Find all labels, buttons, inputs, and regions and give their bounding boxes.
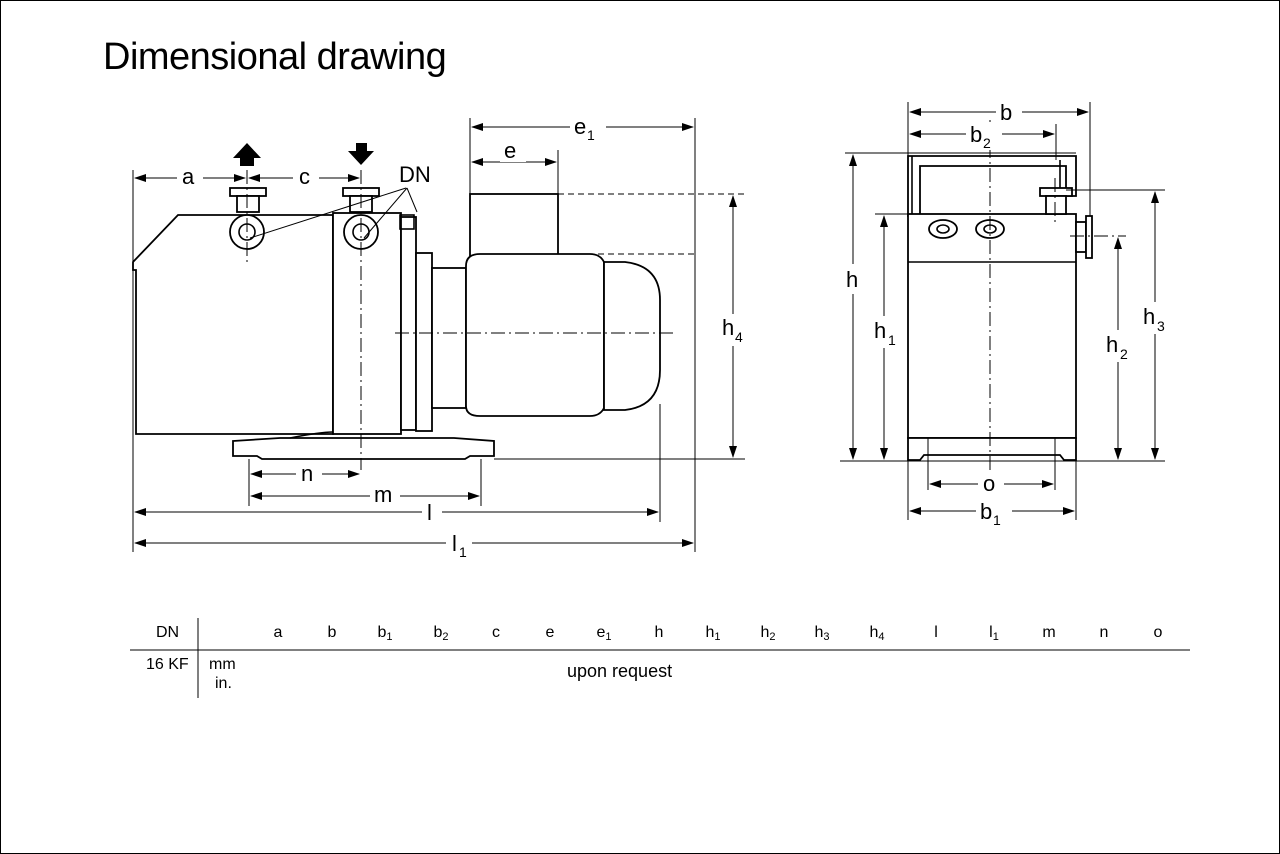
page-title: Dimensional drawing xyxy=(103,36,447,78)
label-e: e xyxy=(504,138,516,163)
table-header-h2: h2 xyxy=(760,624,776,643)
terminal-box xyxy=(469,193,559,257)
label-b2-sub: 2 xyxy=(983,135,991,151)
table-header-e: e xyxy=(545,624,555,641)
label-h3: h xyxy=(1143,304,1155,329)
table-unit-in: in. xyxy=(215,675,232,692)
table-header-o: o xyxy=(1153,624,1163,641)
table-header-m: m xyxy=(1042,624,1056,641)
label-h4: h xyxy=(722,315,734,340)
motor-body xyxy=(465,253,605,417)
label-m: m xyxy=(374,482,392,507)
mounting-block xyxy=(332,212,402,435)
table-header-c: c xyxy=(492,624,500,641)
coupling-ring xyxy=(415,252,433,432)
label-h2-sub: 2 xyxy=(1120,346,1128,362)
flange-notch xyxy=(399,214,415,230)
label-b: b xyxy=(1000,100,1012,125)
flange xyxy=(400,216,417,431)
inlet-port xyxy=(229,143,267,250)
label-h4-sub: 4 xyxy=(735,329,743,345)
label-dn: DN xyxy=(399,162,431,187)
label-l1: l xyxy=(452,531,457,556)
base-fillet xyxy=(289,431,334,439)
table-header-b: b xyxy=(327,624,337,641)
base-plate xyxy=(232,437,495,460)
table-header-h: h xyxy=(654,624,664,641)
table-header-dn: DN xyxy=(156,624,180,641)
label-l: l xyxy=(427,500,432,525)
front-view: b b 2 h h 1 h 2 h 3 o b 1 xyxy=(840,100,1175,528)
label-h1-sub: 1 xyxy=(888,332,896,348)
table-header-a: a xyxy=(273,624,283,641)
table-header-l: l xyxy=(934,624,938,641)
label-h2: h xyxy=(1106,332,1118,357)
table-header-b2: b2 xyxy=(433,624,449,643)
outlet-arrow-icon xyxy=(233,143,261,166)
table-header-e1: e1 xyxy=(596,624,612,643)
label-l1-sub: 1 xyxy=(459,544,467,560)
label-e1-sub: 1 xyxy=(587,127,595,143)
label-h3-sub: 3 xyxy=(1157,318,1165,334)
table-row-dn: 16 KF xyxy=(146,656,189,673)
inlet-arrow-icon xyxy=(348,143,374,165)
table-header-h4: h4 xyxy=(869,624,885,643)
label-b2: b xyxy=(970,122,982,147)
label-e1: e xyxy=(574,114,586,139)
coupling xyxy=(431,267,467,409)
label-b1: b xyxy=(980,499,992,524)
label-o: o xyxy=(983,471,995,496)
table-header-n: n xyxy=(1099,624,1109,641)
table-unit-mm: mm xyxy=(209,656,236,673)
pump-housing xyxy=(132,214,334,435)
label-a: a xyxy=(182,164,195,189)
table-header-h1: h1 xyxy=(705,624,721,643)
label-b1-sub: 1 xyxy=(993,512,1001,528)
label-h1: h xyxy=(874,318,886,343)
table-header-l1: l1 xyxy=(989,624,999,643)
table-header-b1: b1 xyxy=(377,624,393,643)
label-c: c xyxy=(299,164,310,189)
table-note: upon request xyxy=(567,661,673,681)
front-body xyxy=(907,213,1077,439)
side-view: DN a c e e 1 h 4 n m xyxy=(132,114,754,560)
fan-cover xyxy=(603,261,661,411)
label-n: n xyxy=(301,461,313,486)
table-header-h3: h3 xyxy=(814,624,830,643)
front-feet xyxy=(907,437,1077,461)
label-h: h xyxy=(846,267,858,292)
